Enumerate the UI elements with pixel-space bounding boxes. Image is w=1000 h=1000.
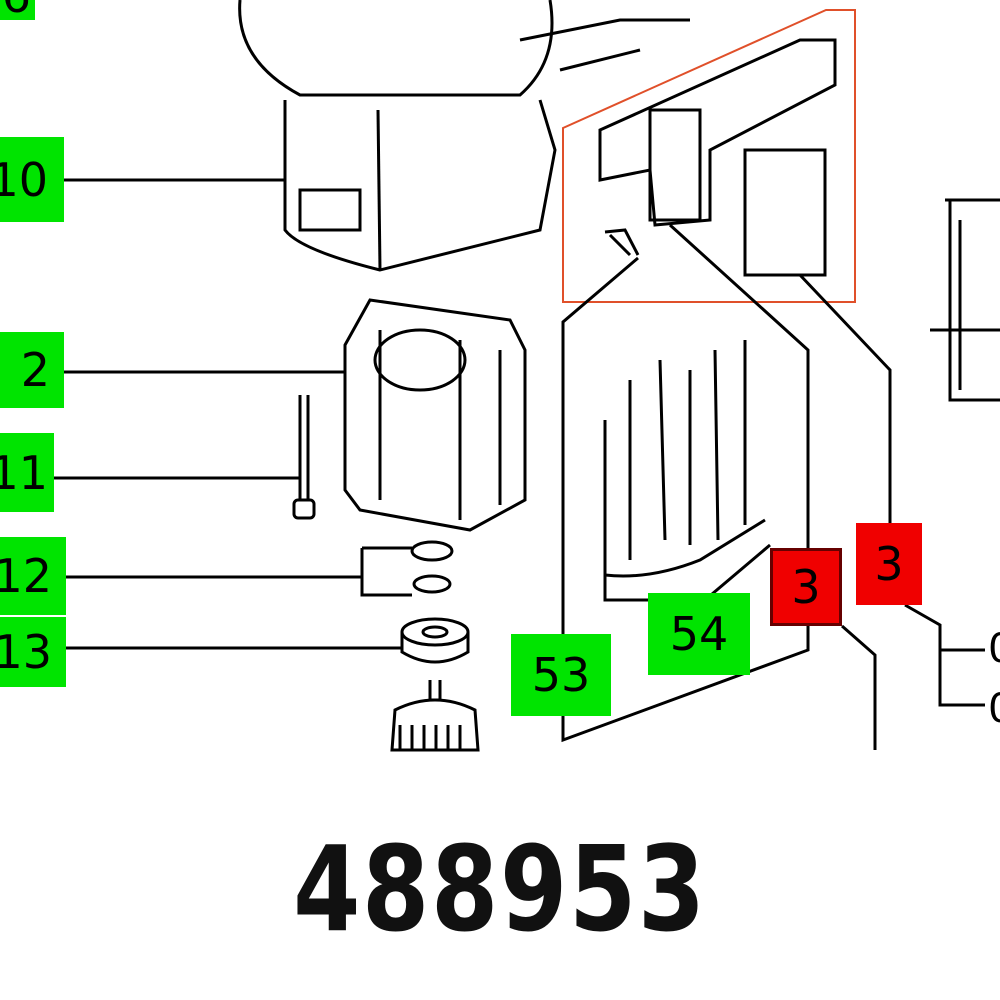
callout-3-highlighted: 3 [770,548,842,626]
callout-11: 11 [0,433,54,512]
callout-text: 2 [20,343,50,397]
callout-text: 53 [531,648,591,702]
callout-text: 54 [669,607,729,661]
armature [390,680,480,752]
callout-text: 3 [874,537,904,591]
callout-6: 6 [0,0,35,20]
callout-12: 12 [0,537,66,615]
callout-2: 2 [0,332,64,408]
exploded-parts-drawing: 0 0 [54,0,1000,752]
callout-54: 54 [648,593,750,675]
washer [412,574,452,594]
callout-53: 53 [511,634,611,716]
washer [410,540,454,562]
callout-text: 6 [2,0,31,19]
callout-13: 13 [0,617,66,687]
field-coil [343,298,527,532]
leader-lines [54,178,985,750]
callout-text: 13 [0,625,52,679]
callout-3: 3 [856,523,922,605]
partial-label: 0 [988,626,1000,672]
motor-housing [238,0,690,272]
bearing [400,617,470,664]
partial-label: 0 [988,686,1000,732]
screw [292,395,316,520]
part-number: 488953 [293,820,707,958]
callout-text: 12 [0,549,52,603]
callout-10: 10 [0,137,64,222]
callout-text: 11 [0,445,48,500]
callout-text: 10 [0,152,48,207]
side-part [930,198,1000,402]
switch-assembly [598,38,837,277]
cable-harness [603,340,766,578]
highlight-frame [562,9,856,303]
callout-text: 3 [791,560,821,614]
